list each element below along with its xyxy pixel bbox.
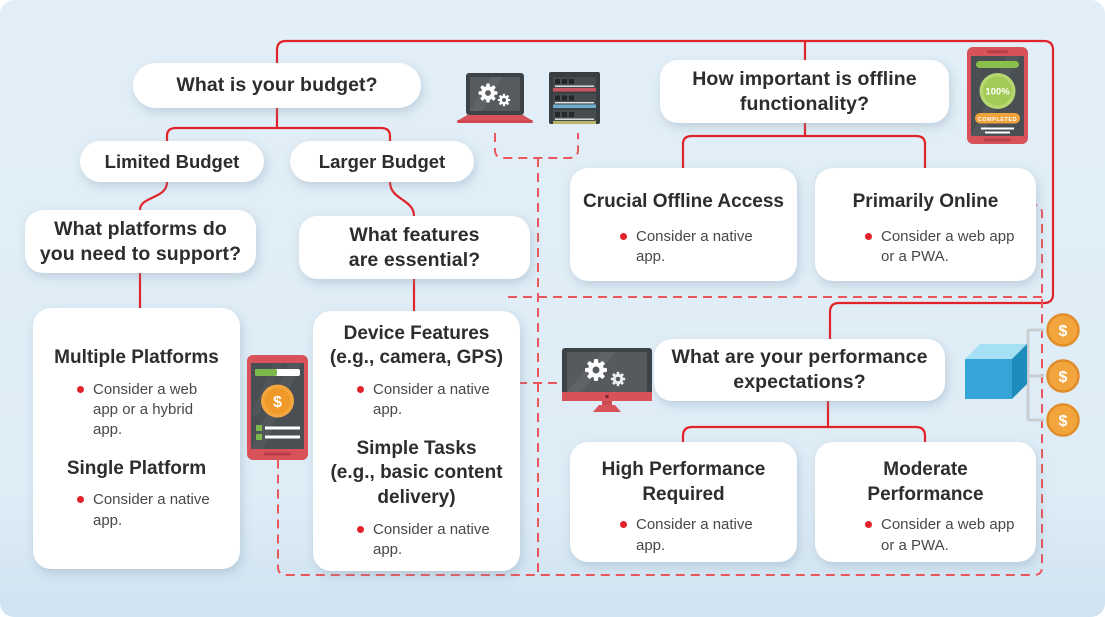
node-budget-question: What is your budget? (133, 63, 421, 108)
node-label: How important is offline functionality? (692, 67, 917, 115)
node-primarily-online: Primarily Online Consider a web app or a… (815, 168, 1036, 281)
coin-symbol: $ (1059, 369, 1068, 386)
bullet-text: Consider a web app or a hybrid app. (93, 380, 198, 439)
result-subheading: (e.g., camera, GPS) (329, 347, 504, 369)
result-heading: Primarily Online (852, 191, 999, 212)
node-performance-question: What are your performance expectations? (654, 339, 945, 401)
node-platforms-question: What platforms do you need to support? (25, 210, 256, 273)
result-heading: Moderate Performance (867, 459, 984, 505)
node-features-question: What features are essential? (299, 216, 530, 279)
phone-percent-label: 100% (985, 87, 1010, 98)
coin-symbol: $ (1059, 413, 1068, 430)
result-bullet: Consider a native app. (357, 380, 506, 421)
bullet-text: Consider a native app. (93, 491, 210, 529)
result-bullet: Consider a web app or a PWA. (865, 227, 1018, 268)
result-subheading: (e.g., basic content delivery) (330, 462, 503, 509)
bullet-text: Consider a native app. (373, 520, 490, 558)
laptop-gears-icon (457, 73, 533, 123)
bullet-dot-icon (620, 521, 627, 529)
bullet-text: Consider a native app. (373, 381, 490, 419)
bullet-dot-icon (77, 385, 84, 393)
result-bullet: Consider a native app. (357, 520, 506, 561)
bullet-text: Consider a web app or a PWA. (881, 227, 1015, 265)
coin-symbol: $ (1059, 323, 1068, 340)
coin-icon: $ (1046, 359, 1080, 393)
node-label: What features are essential? (348, 223, 481, 271)
node-high-performance: High Performance Required Consider a nat… (570, 442, 797, 562)
node-crucial-offline: Crucial Offline Access Consider a native… (570, 168, 797, 281)
result-bullet: Consider a native app. (620, 515, 779, 556)
cube-coins-icon: $ $ $ (965, 313, 1080, 437)
node-offline-question: How important is offline functionality? (660, 60, 949, 123)
node-label: What platforms do you need to support? (39, 217, 242, 265)
node-label: Larger Budget (318, 150, 446, 172)
bullet-dot-icon (865, 232, 872, 240)
phone-badge-label: COMPLETED (978, 117, 1017, 123)
bullet-text: Consider a native app. (636, 227, 753, 265)
result-heading: Multiple Platforms (54, 347, 219, 369)
bullet-text: Consider a web app or a PWA. (881, 516, 1015, 554)
bullet-text: Consider a native app. (636, 516, 753, 554)
node-platforms-result: Multiple Platforms Consider a web app or… (33, 308, 240, 569)
result-bullet: Consider a web app or a PWA. (865, 515, 1018, 556)
result-bullet: Consider a native app. (620, 227, 779, 268)
result-heading: Simple Tasks (356, 437, 477, 459)
bullet-dot-icon (620, 232, 627, 240)
bullet-dot-icon (77, 496, 84, 504)
coin-icon: $ (1046, 403, 1080, 437)
solid-connectors (138, 39, 1055, 444)
coin-icon: $ (1046, 313, 1080, 347)
bullet-dot-icon (357, 525, 364, 533)
bullet-dot-icon (357, 386, 364, 394)
phone-finance-icon: $ (247, 355, 308, 460)
bullet-dot-icon (865, 521, 872, 529)
node-limited-budget: Limited Budget (80, 141, 264, 182)
result-heading: High Performance Required (601, 459, 766, 505)
dashed-connectors (277, 133, 1043, 576)
node-moderate-performance: Moderate Performance Consider a web app … (815, 442, 1036, 562)
node-label: What are your performance expectations? (671, 346, 928, 393)
result-heading: Crucial Offline Access (583, 191, 784, 212)
node-larger-budget: Larger Budget (290, 141, 474, 182)
server-rack-icon (549, 72, 600, 124)
coin-symbol: $ (273, 394, 282, 411)
node-label: Limited Budget (104, 150, 240, 172)
node-label: What is your budget? (176, 74, 378, 97)
result-bullet: Consider a native app. (77, 490, 226, 531)
result-heading: Device Features (343, 322, 490, 344)
monitor-gears-icon (562, 348, 652, 412)
result-heading: Single Platform (66, 457, 207, 479)
result-bullet: Consider a web app or a hybrid app. (77, 380, 226, 441)
node-features-result: Device Features (e.g., camera, GPS) Cons… (313, 311, 520, 571)
phone-complete-icon: 100% COMPLETED (967, 47, 1028, 144)
